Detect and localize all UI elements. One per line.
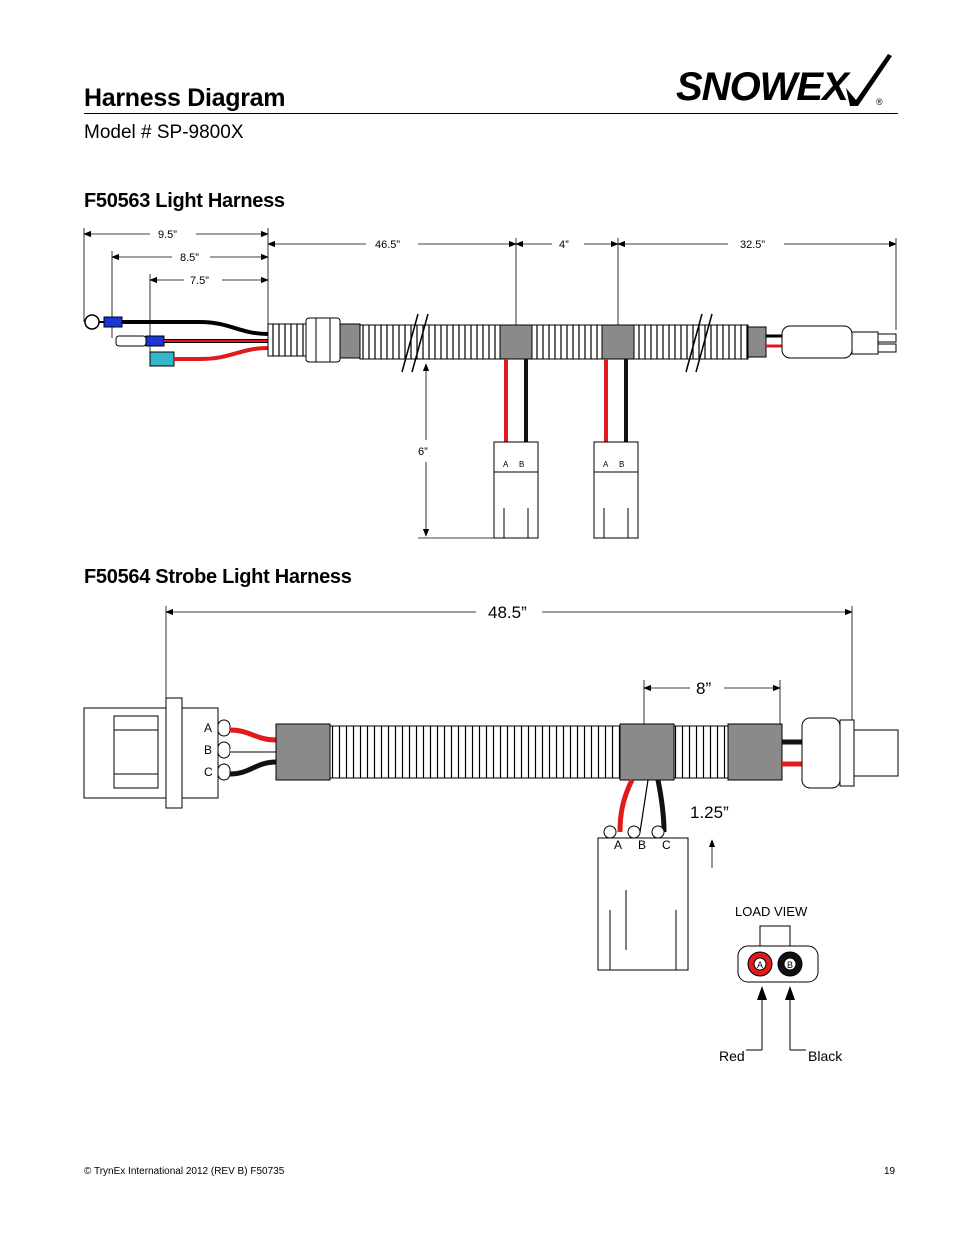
logo-text: SNOWEX bbox=[676, 65, 851, 108]
light-fitting bbox=[267, 317, 361, 363]
dim-8-5: 8.5” bbox=[180, 252, 199, 264]
load-view-connector bbox=[737, 925, 819, 1051]
strobe-pin-c-bottom: C bbox=[662, 838, 671, 852]
strobe-dim-lines bbox=[165, 606, 853, 868]
model-number: Model # SP-9800X bbox=[84, 122, 244, 143]
strobe-left-wires bbox=[229, 727, 277, 777]
light-drop-leads bbox=[493, 359, 639, 539]
footer-copyright: © TrynEx International 2012 (REV B) F507… bbox=[84, 1166, 285, 1177]
pin-b-2: B bbox=[619, 460, 624, 469]
logo-registered: ® bbox=[876, 97, 883, 107]
strobe-left-connector bbox=[83, 697, 231, 809]
load-view-label: LOAD VIEW bbox=[735, 904, 808, 919]
strobe-bottom-connector bbox=[597, 825, 689, 971]
page-title: Harness Diagram bbox=[84, 84, 286, 112]
snowex-logo: SNOWEX ® bbox=[676, 54, 892, 108]
logo-check-icon bbox=[846, 54, 892, 106]
strobe-conduit bbox=[275, 723, 783, 781]
dim-1-25: 1.25” bbox=[690, 803, 729, 822]
label-black: Black bbox=[808, 1048, 843, 1064]
strobe-right-plug bbox=[782, 717, 899, 789]
strobe-harness-title: F50564 Strobe Light Harness bbox=[84, 566, 352, 588]
dim-46-5: 46.5” bbox=[375, 239, 400, 251]
dim-48-5: 48.5” bbox=[488, 603, 527, 622]
pin-b-1: B bbox=[519, 460, 524, 469]
load-view-pin-a: A bbox=[757, 960, 763, 970]
dim-6: 6” bbox=[418, 446, 428, 458]
dim-32-5: 32.5” bbox=[740, 239, 765, 251]
strobe-pin-b-bottom: B bbox=[638, 838, 646, 852]
strobe-pin-a-left: A bbox=[204, 721, 212, 735]
pin-a-1: A bbox=[503, 460, 509, 469]
load-view-arrows bbox=[757, 986, 795, 1000]
page-number: 19 bbox=[884, 1166, 896, 1177]
light-harness-title: F50563 Light Harness bbox=[84, 190, 285, 212]
dim-7-5: 7.5” bbox=[190, 275, 209, 287]
label-red: Red bbox=[719, 1048, 745, 1064]
light-harness-diagram: 9.5” 8.5” 7.5” 46.5” 4” 32.5” 6” bbox=[83, 228, 897, 539]
strobe-pin-a-bottom: A bbox=[614, 838, 622, 852]
strobe-harness-diagram: 48.5” 8” 1.25” A B C bbox=[83, 603, 899, 1064]
pin-a-2: A bbox=[603, 460, 609, 469]
strobe-pin-c-left: C bbox=[204, 765, 213, 779]
light-conduit bbox=[359, 313, 767, 373]
light-right-plug bbox=[766, 325, 897, 359]
dim-8: 8” bbox=[696, 679, 711, 698]
header-rule bbox=[84, 113, 898, 114]
strobe-pin-b-left: B bbox=[204, 743, 212, 757]
load-view-pin-b: B bbox=[787, 960, 793, 970]
light-left-wires bbox=[84, 314, 269, 367]
light-dim-lines bbox=[83, 228, 897, 539]
strobe-drop-wires bbox=[617, 778, 667, 833]
dim-9-5: 9.5” bbox=[158, 229, 177, 241]
dim-4: 4” bbox=[559, 239, 569, 251]
